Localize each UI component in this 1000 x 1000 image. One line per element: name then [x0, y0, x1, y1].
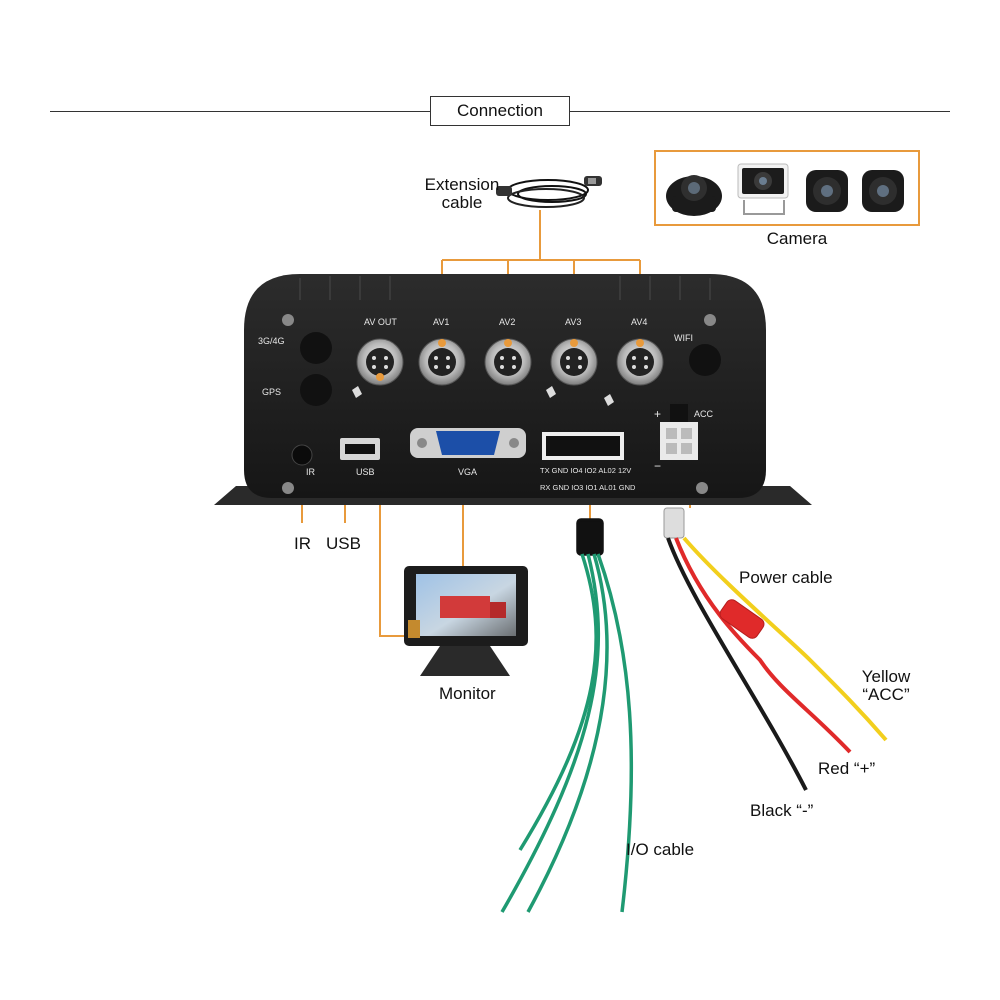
port-label-usb: USB	[356, 467, 375, 477]
port-label-acc: ACC	[694, 409, 714, 419]
side-camera-icon-2	[862, 170, 904, 212]
page-title: Connection	[456, 101, 543, 120]
port-label-plus: +	[654, 407, 662, 421]
title-rule-right	[570, 111, 950, 112]
title-box: Connection	[430, 96, 570, 126]
av1-connector-icon	[418, 338, 466, 386]
vga-port-icon	[410, 428, 526, 458]
ir-port-icon	[291, 444, 313, 466]
port-label-av3: AV3	[565, 317, 582, 327]
port-label-ir: IR	[306, 467, 315, 477]
red-plus-label: Red “+”	[818, 759, 876, 778]
port-label-gps: GPS	[262, 387, 282, 397]
power-port-icon	[660, 404, 698, 460]
black-minus-label: Black “-”	[750, 801, 814, 820]
ir-label: IR	[294, 534, 311, 553]
power-cable-label: Power cable	[739, 568, 833, 587]
yellow-acc-label: Yellow “ACC”	[861, 667, 911, 704]
monitor-icon	[404, 566, 528, 676]
av2-connector-icon	[484, 338, 532, 386]
dome-camera-icon	[666, 175, 722, 216]
av-out-connector-icon	[356, 338, 404, 386]
camera-label: Camera	[766, 229, 828, 248]
io-pin-labels-row1: TX GND IO4 IO2 AL02 12V	[540, 466, 632, 475]
av4-connector-icon	[616, 338, 664, 386]
power-cable-icon	[663, 507, 888, 791]
io-cable-label: I/O cable	[626, 840, 695, 859]
port-label-3g4g: 3G/4G	[258, 336, 285, 346]
io-port-icon	[542, 432, 624, 460]
port-label-vga: VGA	[458, 467, 478, 477]
io-pin-labels-row2: RX GND IO3 IO1 AL01 GND	[540, 483, 636, 492]
port-label-av2: AV2	[499, 317, 516, 327]
usb-port-icon	[340, 438, 380, 460]
extension-cable-label: Extension cable	[424, 175, 500, 212]
monitor-label: Monitor	[439, 684, 496, 703]
camera-image-frame	[654, 150, 920, 226]
port-label-av4: AV4	[631, 317, 648, 327]
port-label-av1: AV1	[433, 317, 450, 327]
side-camera-icon-1	[806, 170, 848, 212]
extension-cable-icon	[496, 176, 602, 208]
port-label-wifi: WIFI	[674, 333, 693, 343]
dvr-device-icon	[214, 274, 812, 505]
port-label-minus: −	[654, 459, 662, 473]
title-rule-left	[50, 111, 430, 112]
av3-connector-icon	[550, 338, 598, 386]
io-cable-icon	[500, 518, 634, 913]
box-camera-icon	[737, 163, 789, 215]
port-label-avout: AV OUT	[364, 317, 397, 327]
usb-label: USB	[326, 534, 361, 553]
